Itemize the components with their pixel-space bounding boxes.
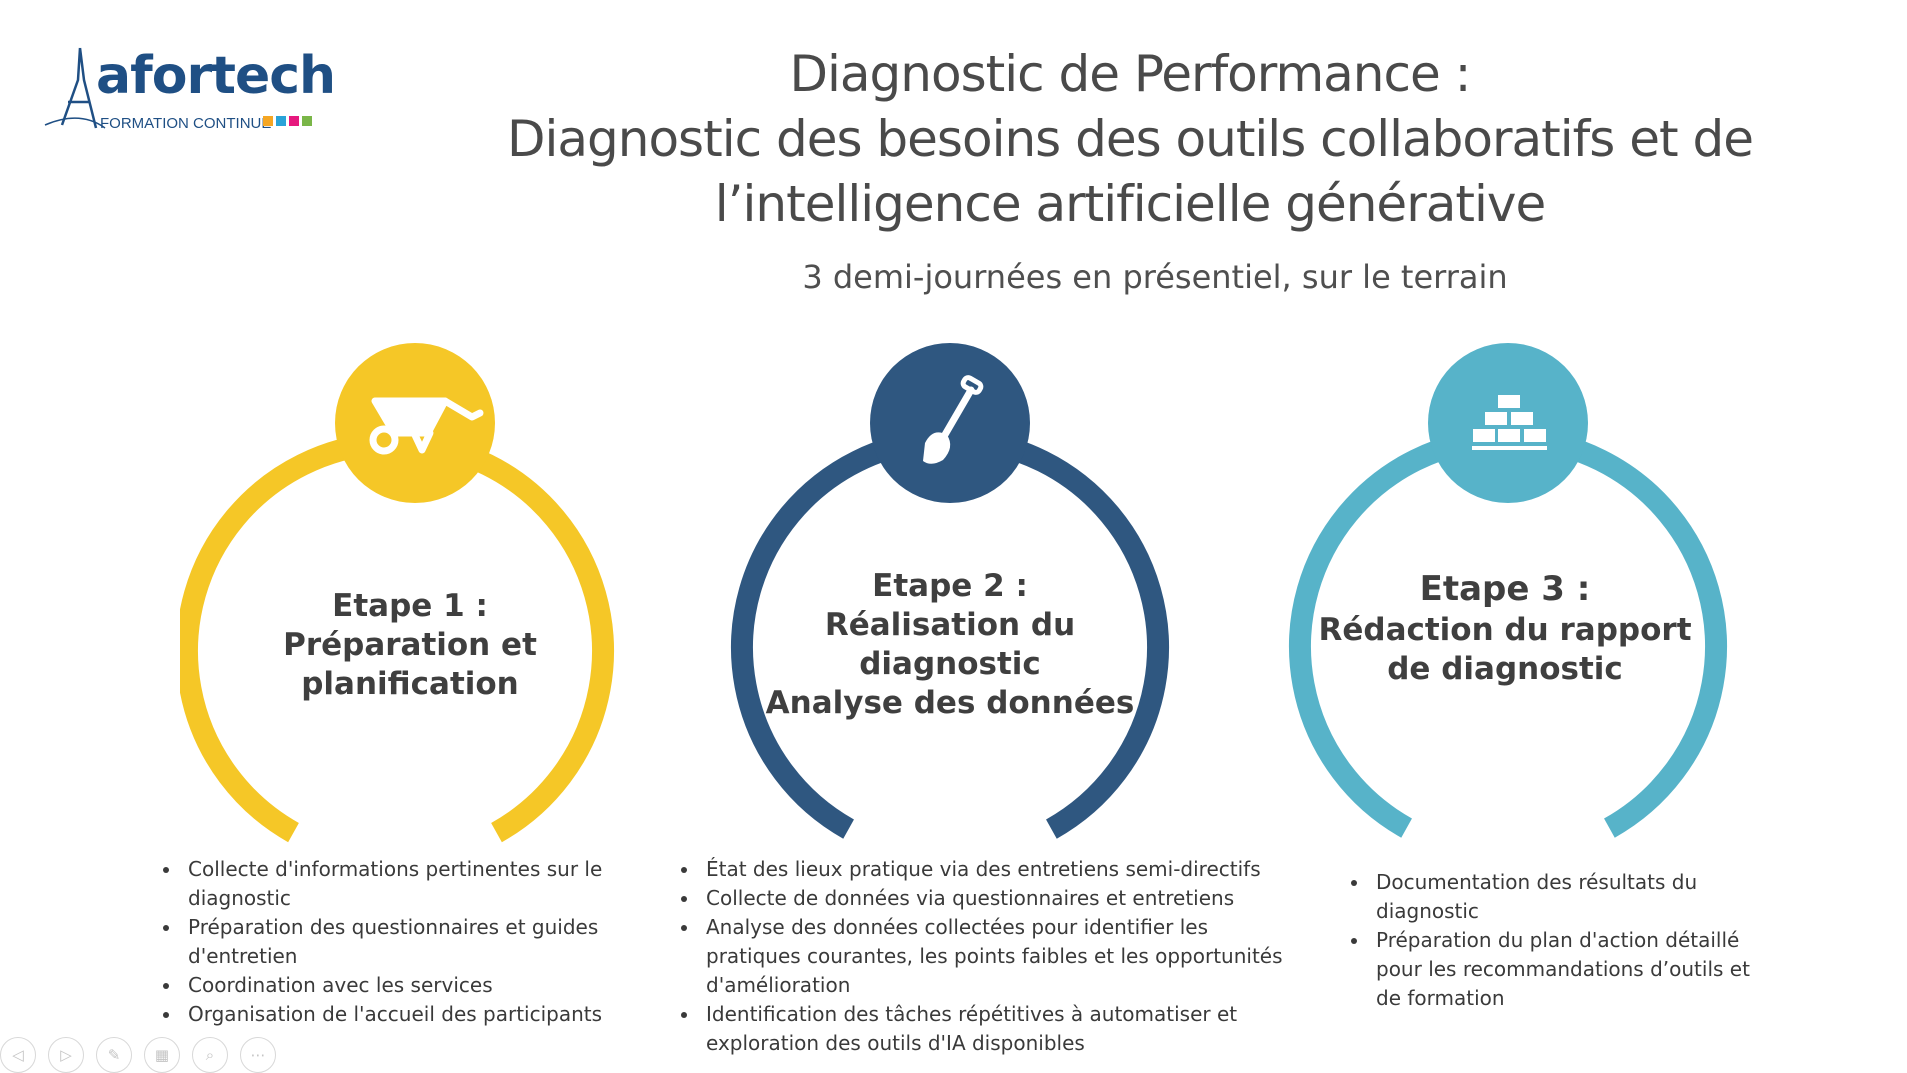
stage-2-label-line: diagnostic — [859, 646, 1041, 682]
list-item: Documentation des résultats du diagnosti… — [1370, 868, 1780, 926]
stage-1-label: Etape 1 : Préparation et planification — [220, 587, 600, 704]
bricks-icon — [1472, 395, 1547, 450]
list-item: Organisation de l'accueil des participan… — [182, 1000, 652, 1029]
logo-square — [263, 116, 273, 126]
stage-3-bullets: Documentation des résultats du diagnosti… — [1336, 868, 1780, 1013]
logo-tagline: FORMATION CONTINUE — [100, 115, 272, 132]
stage-2-label: Etape 2 : Réalisation du diagnostic Anal… — [755, 567, 1145, 723]
stage-3-ring — [1289, 343, 1727, 838]
stage-1: Etape 1 : Préparation et planification — [180, 335, 640, 855]
logo-square — [276, 116, 286, 126]
title-line-1: Diagnostic de Performance : — [789, 45, 1472, 103]
stage-2-ring — [731, 343, 1169, 839]
list-item: Préparation du plan d'action détaillé po… — [1370, 926, 1780, 1013]
stage-2-label-line: Etape 2 : — [872, 568, 1028, 604]
stage-3-icon-circle — [1428, 343, 1588, 503]
list-item: Préparation des questionnaires et guides… — [182, 913, 652, 971]
logo-square — [302, 116, 312, 126]
stage-1-ring — [180, 343, 614, 843]
shovel-icon — [923, 375, 984, 464]
stage-2-label-line: Réalisation du — [824, 607, 1076, 643]
eiffel-tower-icon — [44, 47, 106, 129]
list-item: Collecte de données via questionnaires e… — [700, 884, 1300, 913]
stage-3-label-line: de diagnostic — [1387, 651, 1623, 687]
stage-1-label-line: planification — [301, 666, 519, 702]
stage-3-label: Etape 3 : Rédaction du rapport de diagno… — [1305, 567, 1705, 689]
stage-3: Etape 3 : Rédaction du rapport de diagno… — [1275, 335, 1735, 855]
stage-3-label-heading: Etape 3 : — [1419, 569, 1591, 609]
logo-wordmark: afortech — [96, 46, 336, 106]
wheelbarrow-icon — [369, 397, 484, 455]
logo-color-squares — [263, 116, 312, 126]
page-subtitle: 3 demi-journées en présentiel, sur le te… — [802, 258, 1508, 296]
page-title: Diagnostic de Performance : Diagnostic d… — [480, 42, 1780, 237]
stage-2: Etape 2 : Réalisation du diagnostic Anal… — [725, 335, 1185, 855]
stage-1-label-line: Etape 1 : — [332, 588, 488, 624]
list-item: Collecte d'informations pertinentes sur … — [182, 855, 652, 913]
presentation-toolbar: ◁ ▷ ✎ ▦ ⌕ ⋯ — [0, 1037, 276, 1073]
list-item: État des lieux pratique via des entretie… — [700, 855, 1300, 884]
stage-2-label-line: Analyse des données — [765, 685, 1135, 721]
afortech-logo: afortech FORMATION CONTINUE — [40, 40, 340, 135]
title-line-2: Diagnostic des besoins des outils collab… — [507, 110, 1754, 168]
list-item: Analyse des données collectées pour iden… — [700, 913, 1300, 1000]
stage-1-label-line: Préparation et — [283, 627, 537, 663]
stage-3-label-line: Rédaction du rapport — [1318, 612, 1692, 648]
logo-square — [289, 116, 299, 126]
list-item: Identification des tâches répétitives à … — [700, 1000, 1300, 1058]
title-line-3: l’intelligence artificielle générative — [714, 175, 1547, 233]
list-item: Coordination avec les services — [182, 971, 652, 1000]
stage-1-bullets: Collecte d'informations pertinentes sur … — [148, 855, 652, 1029]
stage-2-bullets: État des lieux pratique via des entretie… — [666, 855, 1300, 1058]
